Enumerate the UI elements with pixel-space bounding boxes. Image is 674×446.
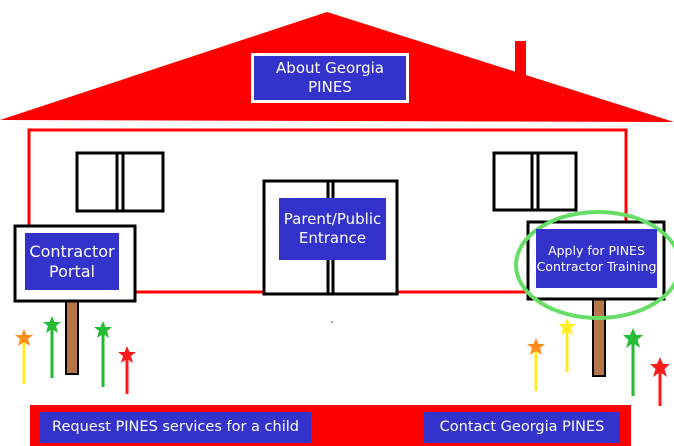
stray-dot: [331, 321, 333, 323]
highlight-ring: [514, 210, 674, 320]
star-flower-icon: [650, 357, 670, 406]
window-icon: [75, 151, 165, 213]
window-icon: [492, 151, 578, 212]
star-flower-icon: [43, 316, 61, 378]
star-flower-icon: [94, 321, 112, 387]
chimney-icon: [515, 41, 526, 81]
star-flower-icon: [15, 329, 33, 384]
apply-contractor-training-label: Apply for PINES Contractor Training: [536, 242, 657, 274]
contact-georgia-pines-button[interactable]: Contact Georgia PINES: [424, 412, 620, 443]
star-flower-icon: [527, 338, 545, 391]
about-georgia-pines-button[interactable]: About Georgia PINES: [251, 53, 409, 103]
star-flower-icon: [623, 328, 643, 396]
parent-public-entrance-label: Parent/Public Entrance: [283, 210, 382, 247]
star-flower-icon: [558, 318, 576, 372]
right-sign-post: [592, 297, 606, 377]
contractor-portal-button[interactable]: Contractor Portal: [25, 233, 119, 290]
request-pines-services-button[interactable]: Request PINES services for a child: [40, 412, 311, 443]
about-georgia-pines-label: About Georgia PINES: [276, 59, 384, 96]
request-pines-services-label: Request PINES services for a child: [52, 419, 299, 436]
star-flower-icon: [118, 346, 136, 394]
parent-public-entrance-button[interactable]: Parent/Public Entrance: [279, 198, 386, 260]
contractor-portal-label: Contractor Portal: [29, 241, 115, 281]
apply-contractor-training-button[interactable]: Apply for PINES Contractor Training: [536, 229, 657, 288]
left-sign-post: [65, 299, 79, 375]
contact-georgia-pines-label: Contact Georgia PINES: [439, 419, 605, 436]
